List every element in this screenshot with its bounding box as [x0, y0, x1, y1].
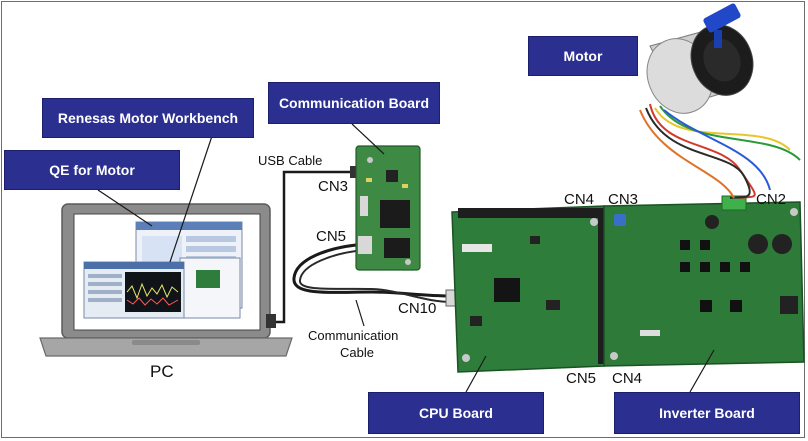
- cpu-board-pointer-line: [465, 355, 487, 393]
- cn4-bottom-connector-label: CN4: [612, 370, 643, 387]
- cn5-comm-connector-label: CN5: [316, 228, 347, 245]
- motor-label: Motor: [528, 36, 638, 76]
- cpu-board-label: CPU Board: [368, 392, 544, 434]
- inverter-board-pointer-line: [689, 349, 715, 393]
- communication-board-label: Communication Board: [268, 82, 440, 124]
- renesas-motor-workbench-label: Renesas Motor Workbench: [42, 98, 254, 138]
- cn10-connector-label: CN10: [398, 300, 437, 317]
- cn3-top-connector-label: CN3: [608, 191, 639, 208]
- cpu-board: [451, 205, 608, 373]
- inverter-board: [603, 195, 805, 367]
- motor-wires: [639, 103, 801, 199]
- pointer-lines: [97, 123, 715, 393]
- inverter-board-label: Inverter Board: [614, 392, 800, 434]
- qe-for-motor-label: QE for Motor: [4, 150, 180, 190]
- comm-cable-pointer-line: [355, 299, 365, 327]
- comm-board-pointer-line: [351, 123, 385, 155]
- cn5-bottom-connector-label: CN5: [566, 370, 597, 387]
- communication-board: [355, 145, 421, 271]
- workbench-pointer-line: [169, 135, 213, 263]
- motor-image: [646, 3, 754, 114]
- communication-cable-text-line2: Cable: [340, 345, 374, 360]
- pc-text: PC: [150, 362, 174, 381]
- pc-laptop: [39, 203, 293, 357]
- qe-pointer-line: [97, 189, 153, 227]
- cn3-comm-connector-label: CN3: [318, 178, 349, 195]
- usb-cable-text: USB Cable: [258, 153, 323, 168]
- cn2-connector-label: CN2: [756, 191, 787, 208]
- communication-cable-text-line1: Communication: [308, 328, 399, 343]
- cn4-top-connector-label: CN4: [564, 191, 595, 208]
- usb-cable: [266, 166, 360, 328]
